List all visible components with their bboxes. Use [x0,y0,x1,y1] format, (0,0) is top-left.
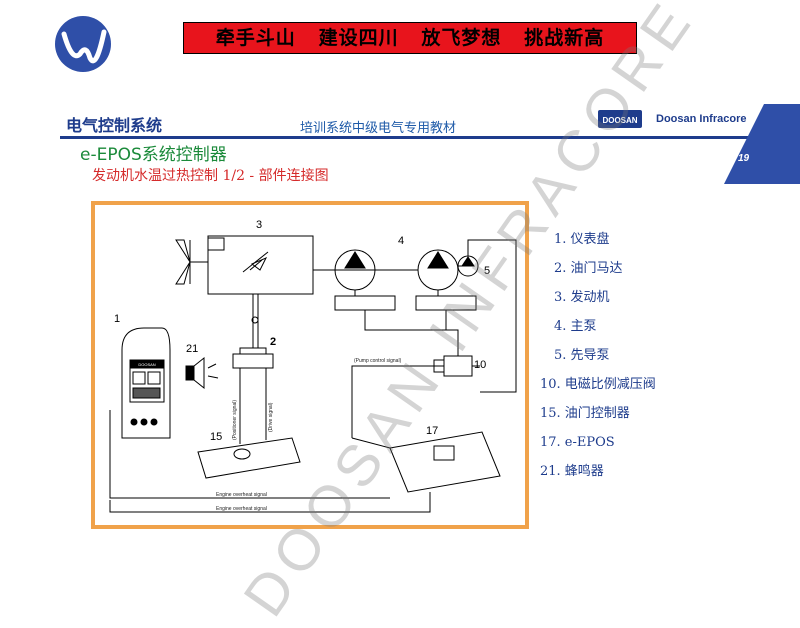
header-divider [60,136,750,139]
page-corner-tab [724,104,800,184]
instrument-panel [121,327,171,439]
legend-item: 17. e-EPOS [540,435,615,450]
monitor-brand-text: DOOSAN [138,362,155,367]
brand-name: Doosan Infracore [656,113,747,125]
engine-overheat-signal-label-2: Engine overheat signal [216,506,267,512]
component-legend: 1. 仪表盘 2. 油门马达 3. 发动机 4. 主泵 5. 先导泵 10. 电磁比例减压… [540,230,656,491]
signal-wiring [109,368,431,513]
page-number: 19 [738,153,750,164]
legend-item: 5. 先导泵 [554,348,610,363]
main-pump [334,249,418,311]
course-title: 培训系统中级电气专用教材 [300,121,457,136]
cooling-fan [175,239,191,285]
buzzer [185,356,219,390]
label-3: 3 [256,219,262,231]
label-10: 10 [474,359,486,371]
legend-item: 1. 仪表盘 [554,232,610,247]
doosan-brand-mark-icon: DOOSAN [598,110,642,128]
label-15: 15 [210,431,222,443]
slide-subtitle: 发动机水温过热控制 1/2 - 部件连接图 [92,168,329,184]
legend-item: 4. 主泵 [554,319,597,334]
engine-overheat-signal-label-1: Engine overheat signal [216,492,267,498]
legend-item: 10. 电磁比例减压阀 [540,377,656,392]
proportional-valve [351,310,480,438]
brand-mark-text: DOOSAN [602,116,637,125]
positioner-signal-label: (Positioner signal) [232,400,238,440]
diagram-frame [91,201,529,529]
label-2: 2 [270,336,276,348]
throttle-motor [232,294,274,369]
drive-signal-label: (Drive signal) [268,402,274,432]
subject-heading: 电气控制系统 [66,116,163,135]
label-21: 21 [186,343,198,355]
company-logo-icon [55,16,111,72]
pilot-pump [457,239,517,393]
label-4: 4 [398,235,404,247]
legend-item: 15. 油门控制器 [540,406,630,421]
pump-control-signal-label: (Pump control signal) [354,358,402,364]
legend-item: 2. 油门马达 [554,261,623,276]
slogan-banner: 牵手斗山 建设四川 放飞梦想 挑战新高 [183,22,637,54]
label-1: 1 [114,313,120,325]
e-epos-controller [389,431,501,493]
label-5: 5 [484,265,490,277]
engine [190,235,335,295]
throttle-controller [197,437,301,479]
legend-item: 21. 蜂鸣器 [540,464,604,479]
component-connection-diagram: DOOSAN (Pump control signal) (Positioner… [91,201,529,529]
legend-item: 3. 发动机 [554,290,610,305]
slide-title: e-EPOS系统控制器 [80,145,227,165]
label-17: 17 [426,425,438,437]
